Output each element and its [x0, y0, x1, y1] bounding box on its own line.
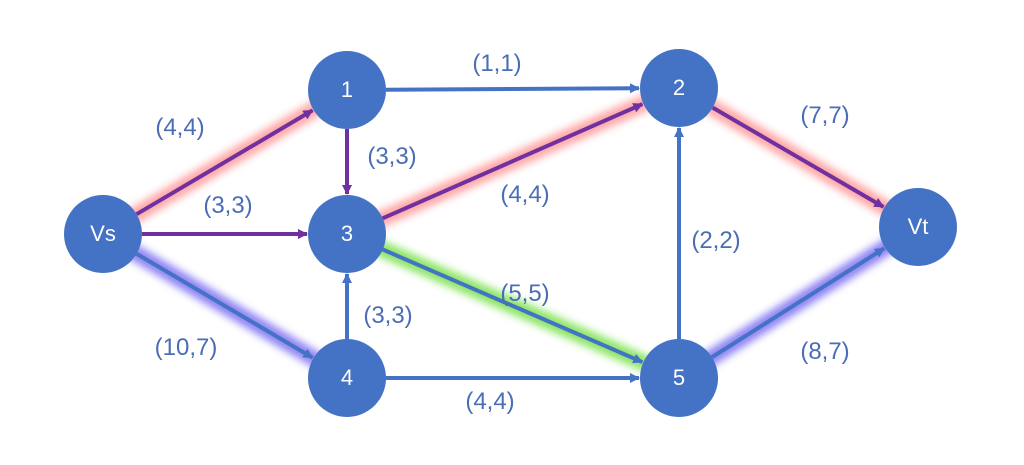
edge-arrow — [135, 252, 314, 360]
node-label: Vt — [907, 214, 929, 239]
edge-3-2 — [372, 93, 654, 229]
edge-arrow — [135, 108, 314, 216]
edge-label: (8,7) — [800, 338, 850, 365]
node-3: 3 — [308, 195, 386, 273]
edge-5-Vt — [700, 236, 897, 369]
node-5: 5 — [640, 339, 718, 417]
edge-label: (10,7) — [154, 334, 218, 361]
edge-label: (5,5) — [500, 280, 550, 307]
edge-Vs-4 — [125, 242, 325, 370]
edge-label: (7,7) — [800, 102, 850, 129]
edge-label: (1,1) — [472, 50, 522, 77]
node-2: 2 — [640, 49, 718, 127]
edge-label: (4,4) — [155, 114, 205, 141]
edge-label: (3,3) — [367, 143, 417, 170]
edge-label: (3,3) — [363, 302, 413, 329]
edge-label: (3,3) — [203, 192, 253, 219]
node-label: 5 — [672, 365, 686, 390]
edge-label: (4,4) — [500, 181, 550, 208]
edge-2-Vt — [701, 96, 896, 219]
node-Vt: Vt — [879, 188, 957, 266]
node-Vs: Vs — [64, 195, 142, 273]
node-label: 3 — [340, 221, 354, 246]
edge-1-2 — [385, 83, 641, 94]
edge-arrow — [711, 105, 885, 209]
edge-label: (4,4) — [465, 388, 515, 415]
edge-Vs-1 — [125, 98, 325, 226]
edge-3-5 — [372, 238, 654, 374]
node-label: 2 — [672, 75, 686, 100]
edge-label: (2,2) — [691, 227, 741, 254]
node-label: 1 — [340, 77, 354, 102]
edge-arrow — [381, 102, 644, 221]
node-label: 4 — [340, 365, 354, 390]
edge-arrow — [710, 246, 886, 359]
edge-arrow — [381, 247, 644, 364]
edge-arrow — [385, 83, 641, 94]
node-1: 1 — [308, 51, 386, 129]
node-4: 4 — [308, 339, 386, 417]
node-label: Vs — [90, 221, 116, 246]
